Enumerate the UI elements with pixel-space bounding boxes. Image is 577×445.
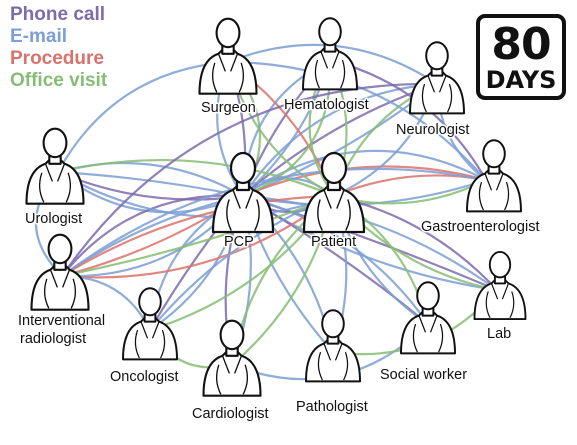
legend-procedure: Procedure: [10, 48, 104, 69]
node-label-surgeon: Surgeon: [201, 100, 256, 116]
connection-phone-neurologist-interventional_radiologist: [60, 82, 439, 278]
connection-visit-patient-urologist: [56, 158, 336, 198]
connection-email-gastroenterologist-interventional_radiologist: [60, 167, 488, 278]
days-count: 80: [491, 19, 551, 70]
connection-procedure-patient-interventional_radiologist: [60, 194, 336, 278]
lab-figure-icon: [473, 251, 527, 321]
surgeon-figure-icon: [198, 17, 258, 95]
node-label-patient: Patient: [311, 234, 356, 250]
oncologist-figure-icon: [122, 287, 178, 361]
urologist-figure-icon: [25, 127, 85, 205]
legend-e-mail: E-mail: [10, 26, 68, 47]
labels-layer: Surgeon Hematologist Neurologist Urologi…: [17, 96, 541, 424]
connection-visit-patient-interventional_radiologist: [60, 194, 336, 278]
neurologist-figure-icon: [409, 41, 465, 115]
hematologist-figure-icon: [302, 17, 358, 91]
figures-layer: [25, 17, 527, 397]
legend-phone-call: Phone call: [10, 4, 106, 25]
node-label-urologist: Urologist: [25, 211, 82, 227]
days-badge: 80 DAYS: [476, 14, 566, 100]
node-label-social-worker: Social worker: [380, 367, 467, 383]
connection-email-pcp-gastroenterologist: [241, 149, 488, 198]
legend: Phone call E-mail Procedure Office visit: [10, 4, 107, 92]
node-label-cardiologist: Cardiologist: [192, 406, 269, 422]
days-unit: DAYS: [485, 66, 557, 94]
node-label-lab: Lab: [487, 326, 511, 342]
pathologist-figure-icon: [305, 309, 361, 383]
connection-procedure-patient-gastroenterologist: [332, 174, 488, 198]
interventional-radiologist-figure-icon: [30, 233, 90, 311]
node-label-interventional-radiologist-line2: radiologist: [20, 331, 86, 347]
connection-procedure-patient-interventional_radiologist: [60, 194, 336, 279]
node-label-pathologist: Pathologist: [296, 399, 368, 415]
gastroenterologist-figure-icon: [466, 139, 522, 213]
legend-office-visit: Office visit: [10, 70, 108, 91]
connection-phone-pcp-neurologist: [241, 82, 439, 198]
node-label-interventional-radiologist-line1: Interventional: [18, 313, 105, 329]
node-label-hematologist: Hematologist: [284, 97, 369, 113]
connection-phone-pcp-interventional_radiologist: [60, 194, 245, 278]
pcp-figure-icon: [211, 151, 275, 234]
cardiologist-figure-icon: [202, 319, 262, 397]
connection-email-surgeon-urologist: [56, 60, 230, 174]
node-label-pcp: PCP: [224, 234, 254, 250]
node-label-oncologist: Oncologist: [110, 369, 179, 385]
connection-email-patient-urologist: [56, 170, 336, 219]
connection-email-pcp-urologist: [56, 170, 245, 198]
node-label-gastroenterologist: Gastroenterologist: [421, 219, 539, 235]
node-label-neurologist: Neurologist: [396, 122, 469, 138]
social-worker-figure-icon: [400, 281, 456, 355]
patient-figure-icon: [302, 151, 366, 234]
connection-email-pcp-social_worker: [241, 194, 430, 326]
connection-procedure-pcp-gastroenterologist: [241, 165, 488, 198]
